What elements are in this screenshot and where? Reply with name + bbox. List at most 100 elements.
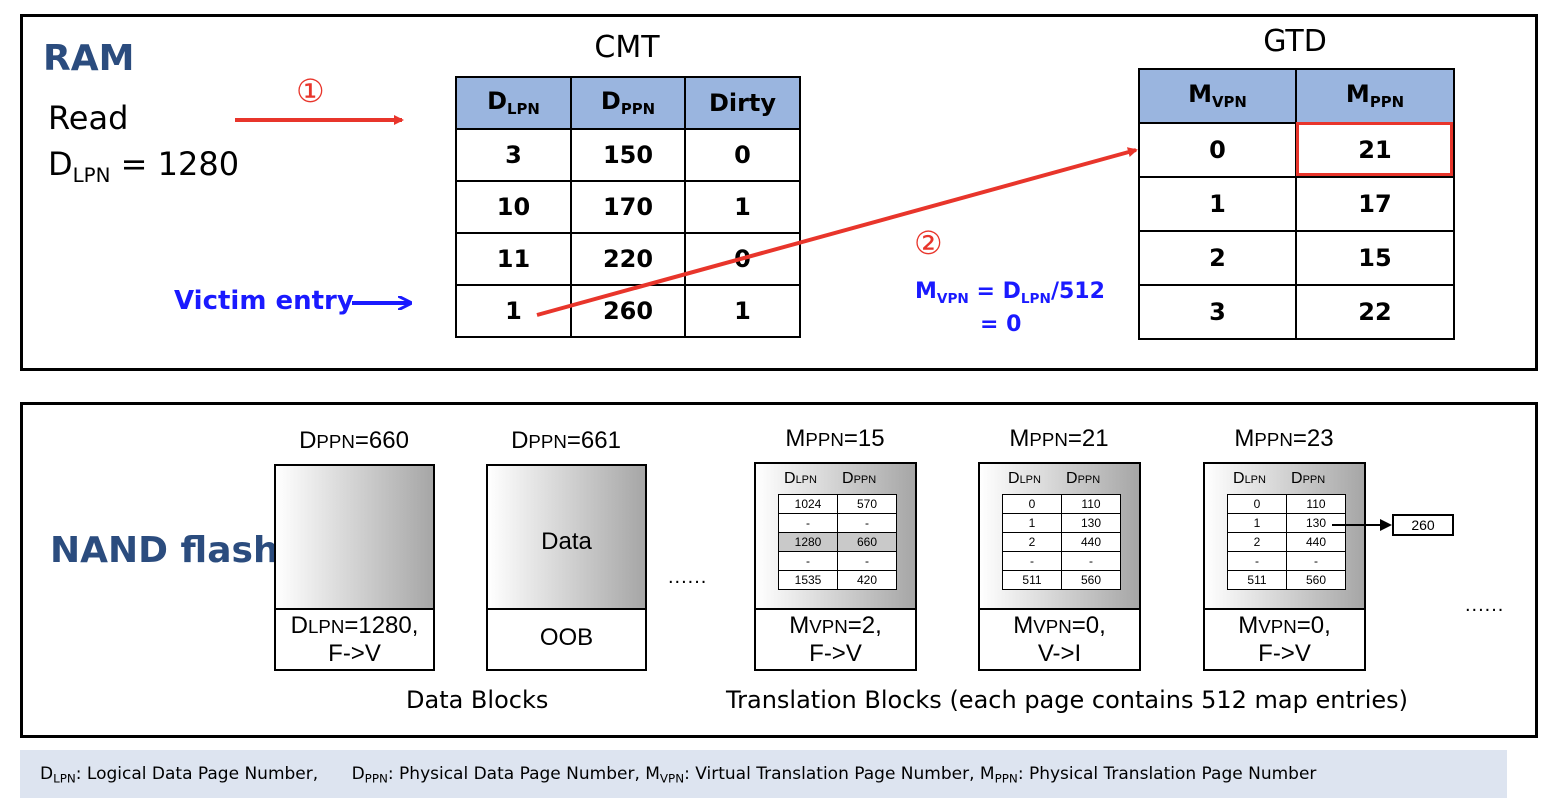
table-row: 2 15 — [1138, 230, 1455, 286]
cmt-table: DLPN DPPN Dirty 3 150 0 10 170 1 11 220 … — [455, 76, 801, 338]
mvpn-formula-result: = 0 — [980, 312, 1022, 337]
table-cell: 0 — [684, 128, 801, 182]
victim-entry-label: Victim entry — [174, 286, 354, 316]
table-cell: 15 — [1295, 230, 1455, 286]
cmt-title: CMT — [594, 30, 660, 65]
table-cell: 21 — [1295, 122, 1455, 178]
table-cell: 17 — [1295, 176, 1455, 232]
table-cell: 0 — [1138, 122, 1297, 178]
page-oob-line1: DLPN=1280, — [290, 612, 419, 639]
page-title: DPPN=661 — [511, 427, 621, 454]
page-title: MPPN=21 — [1009, 425, 1109, 452]
table-cell: 150 — [570, 128, 686, 182]
table-cell: 1 — [684, 284, 801, 338]
table-cell: 11 — [455, 232, 572, 286]
page-oob-line2: F->V — [328, 640, 381, 667]
table-cell: 1 — [1138, 176, 1297, 232]
page-oob-line2: F->V — [809, 640, 862, 667]
gtd-header-mppn: MPPN — [1295, 68, 1455, 124]
table-cell: 1 — [455, 284, 572, 338]
legend-bar: DLPN: Logical Data Page Number, DPPN: Ph… — [20, 750, 1507, 798]
read-expression: DLPN = 1280 — [48, 145, 239, 187]
legend-item: DLPN: Logical Data Page Number, — [40, 764, 319, 786]
gtd-table: MVPN MPPN 0 21 1 17 2 15 3 22 — [1138, 68, 1455, 340]
ellipsis: ...... — [668, 566, 708, 588]
page-body-text: Data — [541, 528, 592, 555]
table-cell: 260 — [570, 284, 686, 338]
table-row: -- — [778, 551, 897, 571]
page-title: MPPN=15 — [785, 425, 885, 452]
page-title: MPPN=23 — [1234, 425, 1334, 452]
page-oob-line1: MVPN=0, — [1238, 612, 1331, 639]
page-title: DPPN=660 — [299, 427, 409, 454]
table-cell: 0 — [684, 232, 801, 286]
ram-title: RAM — [43, 38, 135, 79]
mini-head: DPPN — [842, 470, 877, 487]
table-row: -- — [1227, 551, 1346, 571]
pointer-value-box: 260 — [1392, 514, 1454, 536]
ellipsis: ...... — [1465, 594, 1505, 616]
page-body — [276, 466, 433, 610]
table-cell: 3 — [455, 128, 572, 182]
table-cell: 220 — [570, 232, 686, 286]
read-var: D — [48, 145, 73, 183]
table-row: 3 150 0 — [455, 128, 801, 182]
table-row: 3 22 — [1138, 284, 1455, 340]
mini-head: DLPN — [784, 470, 817, 487]
table-row: 11 220 0 — [455, 232, 801, 286]
table-cell: 2 — [1138, 230, 1297, 286]
table-row: 1 260 1 — [455, 284, 801, 338]
data-page-661: Data OOB — [486, 464, 647, 671]
table-cell: 22 — [1295, 284, 1455, 340]
cmt-header-dppn: DPPN — [570, 76, 686, 130]
mvpn-formula: MVPN = DLPN/512 — [915, 279, 1105, 307]
table-row: -- — [1002, 551, 1121, 571]
nand-title: NAND flash — [50, 530, 279, 571]
cmt-header-dlpn: DLPN — [455, 76, 572, 130]
page-oob-label: OOB — [539, 624, 594, 651]
step-1-marker: ① — [296, 72, 325, 110]
page-oob-line1: MVPN=2, — [789, 612, 882, 639]
translation-blocks-label: Translation Blocks (each page contains 5… — [726, 686, 1409, 714]
mini-head: DPPN — [1291, 470, 1326, 487]
table-cell: 3 — [1138, 284, 1297, 340]
page-oob-line1: MVPN=0, — [1013, 612, 1106, 639]
gtd-title: GTD — [1263, 24, 1327, 59]
legend-item: DPPN: Physical Data Page Number, — [351, 764, 646, 786]
step-2-marker: ② — [914, 224, 943, 262]
gtd-highlight-box — [1296, 122, 1453, 176]
pointer-arrow — [1332, 519, 1392, 531]
read-value: = 1280 — [120, 145, 240, 183]
cmt-header-dirty: Dirty — [684, 76, 801, 130]
table-row: -- — [778, 513, 897, 533]
gtd-header-mvpn: MVPN — [1138, 68, 1297, 124]
data-blocks-label: Data Blocks — [406, 686, 549, 714]
legend-item: MVPN: Virtual Translation Page Number, — [645, 764, 980, 786]
table-row: 0 21 — [1138, 122, 1455, 178]
read-label: Read — [48, 99, 129, 137]
page-body — [488, 466, 645, 610]
legend-item: MPPN: Physical Translation Page Number — [979, 764, 1317, 786]
mini-head: DLPN — [1233, 470, 1266, 487]
table-row: 1 17 — [1138, 176, 1455, 232]
page-oob-line2: F->V — [1258, 640, 1311, 667]
mini-head: DPPN — [1066, 470, 1101, 487]
data-page-660: DLPN=1280, F->V — [274, 464, 435, 671]
table-cell: 1 — [684, 180, 801, 234]
table-cell: 10 — [455, 180, 572, 234]
